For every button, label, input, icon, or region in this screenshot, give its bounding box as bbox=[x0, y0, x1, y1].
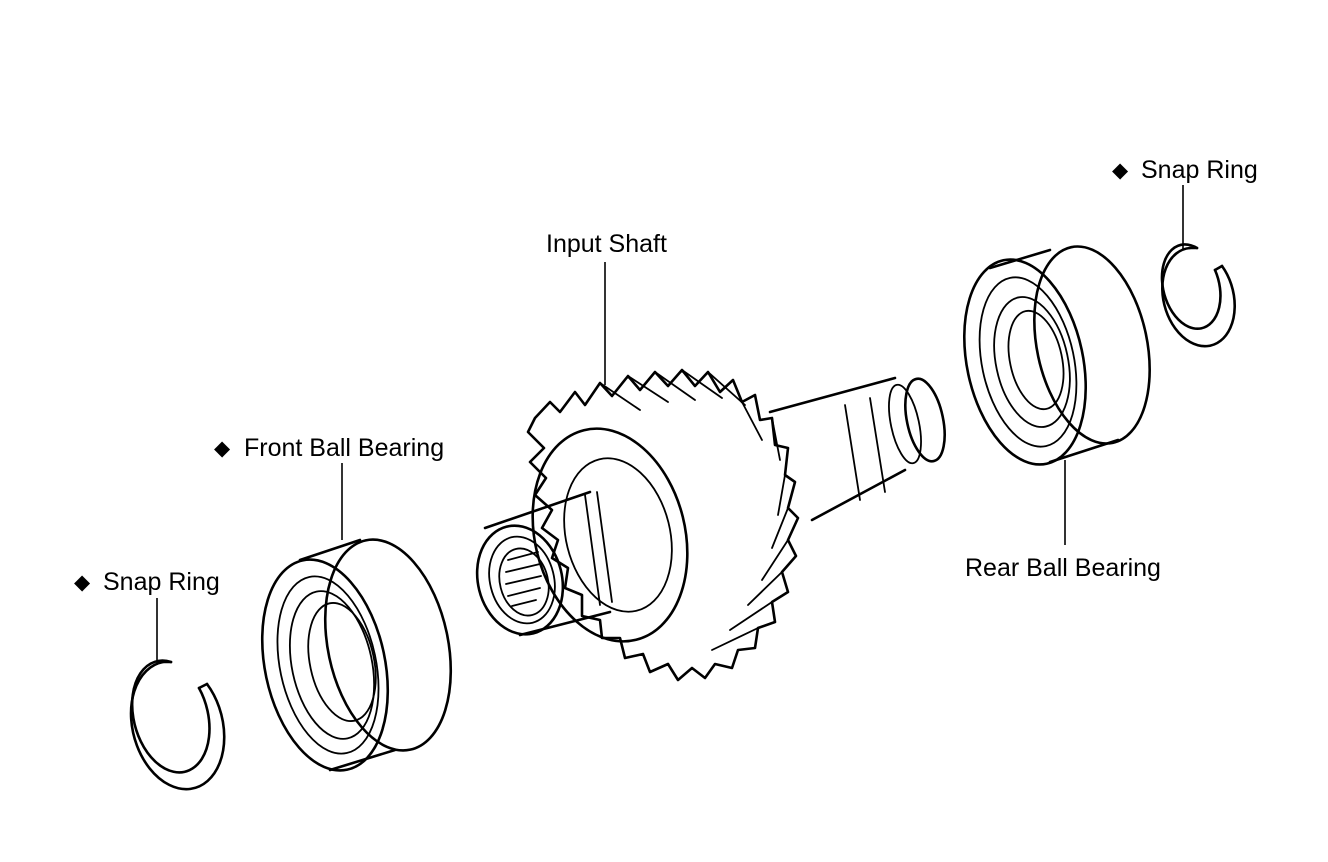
label-snap-ring-right: ◆ Snap Ring bbox=[1112, 156, 1258, 184]
rear-ball-bearing bbox=[962, 245, 1151, 466]
label-text: Rear Ball Bearing bbox=[965, 554, 1161, 582]
label-text: Snap Ring bbox=[1141, 156, 1258, 184]
input-shaft bbox=[475, 368, 946, 682]
right-snap-ring bbox=[1160, 243, 1236, 348]
label-text: Input Shaft bbox=[546, 230, 667, 258]
front-ball-bearing bbox=[260, 538, 453, 772]
label-rear-ball-bearing: Rear Ball Bearing bbox=[965, 554, 1161, 582]
diamond-bullet-icon: ◆ bbox=[1112, 158, 1129, 182]
diamond-bullet-icon: ◆ bbox=[214, 436, 231, 460]
diamond-bullet-icon: ◆ bbox=[74, 570, 91, 594]
label-text: Front Ball Bearing bbox=[244, 434, 444, 462]
label-input-shaft: Input Shaft bbox=[546, 230, 667, 258]
label-text: Snap Ring bbox=[103, 568, 220, 596]
label-front-ball-bearing: ◆ Front Ball Bearing bbox=[214, 434, 444, 462]
label-snap-ring-left: ◆ Snap Ring bbox=[74, 568, 220, 596]
left-snap-ring bbox=[129, 659, 226, 791]
